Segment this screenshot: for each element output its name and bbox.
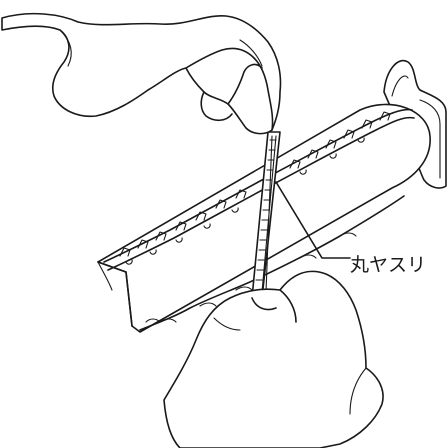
lower-hand [163, 270, 384, 448]
callout-leader-line [275, 181, 351, 259]
upper-hand [1, 12, 282, 135]
round-file [251, 131, 281, 299]
callout-label-round-file: 丸ヤスリ [350, 254, 427, 276]
